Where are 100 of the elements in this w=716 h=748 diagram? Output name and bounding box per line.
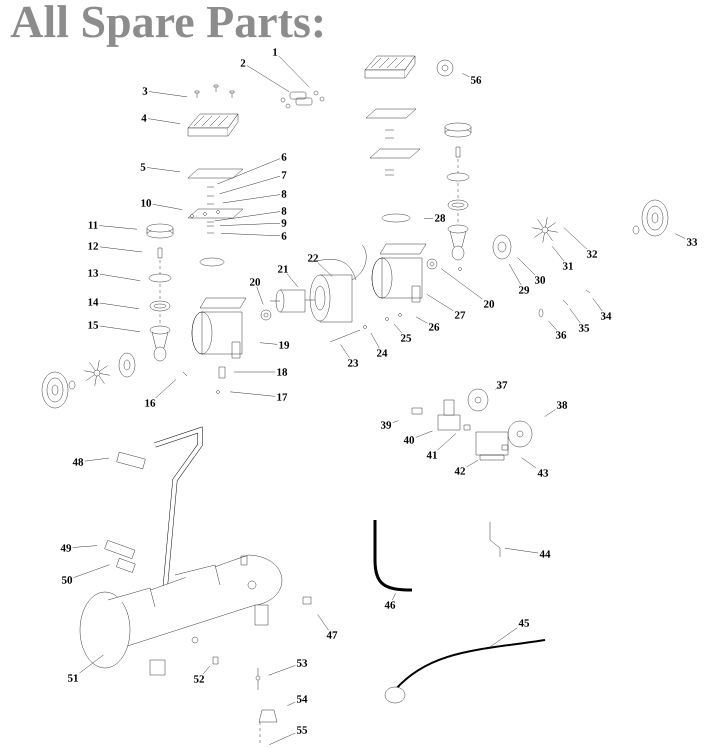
callout-number: 8 — [282, 190, 286, 198]
callout-number: 56 — [470, 76, 482, 84]
callout-number: 30 — [534, 276, 546, 284]
leader-line — [100, 326, 140, 332]
leader-line — [424, 218, 434, 219]
callout-number: 7 — [282, 171, 286, 179]
leader-line — [508, 264, 522, 286]
leader-line — [486, 628, 518, 650]
leader-line — [155, 379, 176, 398]
leader-line — [278, 56, 310, 88]
leader-line — [394, 324, 402, 334]
callout-number: 26 — [428, 323, 440, 331]
callout-number: 13 — [88, 269, 98, 277]
leader-line — [246, 65, 290, 92]
leader-line — [99, 225, 138, 230]
callout-number: 40 — [404, 436, 414, 444]
callout-number: 1 — [273, 48, 278, 56]
callout-number: 52 — [194, 675, 204, 683]
callout-number: 43 — [538, 469, 548, 477]
callout-number: 28 — [434, 214, 446, 222]
callout-number: 46 — [384, 601, 396, 609]
leader-line — [74, 564, 110, 578]
leader-line — [222, 194, 280, 204]
leader-line — [552, 246, 564, 262]
leader-line — [220, 176, 280, 194]
leader-line — [548, 320, 557, 330]
leader-line — [416, 316, 428, 324]
leader-line — [269, 732, 296, 745]
leader-line — [256, 286, 264, 305]
callout-number: 25 — [400, 334, 412, 342]
leader-line — [202, 666, 210, 674]
callout-number: 17 — [277, 393, 288, 401]
callout-number: 29 — [518, 286, 530, 294]
callout-number: 20 — [250, 278, 260, 286]
leader-line — [148, 118, 180, 124]
callout-number: 2 — [240, 59, 246, 67]
leader-line — [217, 158, 280, 184]
leader-line — [426, 294, 454, 311]
title: All Spare Parts: — [10, 5, 322, 47]
leader-line — [220, 233, 280, 236]
callout-number: 49 — [60, 544, 72, 552]
leader-line — [84, 458, 110, 462]
callout-number: 55 — [296, 726, 308, 734]
callout-number: 42 — [454, 467, 466, 475]
callout-number: 41 — [426, 451, 437, 459]
callout-number: 21 — [278, 265, 288, 273]
callout-number: 53 — [296, 659, 308, 667]
leader-line — [287, 702, 296, 706]
callout-number: 37 — [496, 381, 508, 389]
callout-number: 16 — [145, 399, 156, 407]
leader-line — [268, 665, 296, 676]
callout-number: 33 — [686, 238, 698, 246]
callout-number: 48 — [72, 458, 84, 466]
callout-number: 23 — [348, 359, 358, 367]
callout-number: 32 — [586, 250, 598, 258]
leader-line — [521, 457, 536, 468]
leader-line — [462, 73, 470, 77]
callout-number: 6 — [282, 153, 286, 161]
leader-line — [437, 433, 456, 450]
leader-line — [416, 430, 433, 438]
callout-number: 18 — [277, 368, 288, 376]
leader-line — [495, 386, 501, 390]
callout-number: 9 — [282, 219, 286, 227]
leader-line — [392, 593, 396, 600]
leader-line — [370, 332, 380, 348]
callout-number: 38 — [556, 401, 568, 409]
leader-line — [592, 298, 603, 312]
callout-number: 4 — [141, 114, 147, 122]
callout-number: 31 — [562, 262, 573, 270]
callout-number: 12 — [88, 242, 98, 250]
leader-line — [340, 344, 350, 358]
callout-number: 54 — [296, 695, 308, 703]
callout-number: 3 — [142, 87, 148, 95]
callout-number: 36 — [556, 331, 566, 339]
leader-line — [146, 167, 180, 172]
leader-line — [214, 211, 280, 222]
leader-line — [260, 342, 278, 345]
leader-line — [466, 460, 478, 468]
leader-line — [79, 654, 104, 674]
leader-line — [318, 262, 332, 277]
callout-number: 14 — [88, 298, 98, 306]
leader-line — [152, 204, 182, 210]
callout-number: 50 — [62, 576, 72, 584]
callout-number: 20 — [484, 300, 494, 308]
callout-number: 51 — [68, 674, 78, 682]
leader-line — [286, 274, 298, 288]
callout-number: 34 — [600, 312, 612, 320]
callout-number: 5 — [140, 163, 146, 171]
leader-line — [100, 246, 142, 252]
leader-line — [72, 545, 98, 548]
callout-number: 15 — [88, 321, 98, 329]
callout-number: 45 — [518, 619, 530, 627]
leader-line — [317, 614, 329, 630]
leader-line — [570, 308, 581, 324]
callout-number: 22 — [308, 254, 318, 262]
leader-line — [564, 227, 587, 250]
callout-number: 10 — [141, 199, 152, 207]
leader-line — [100, 274, 140, 281]
callout-number: 19 — [279, 341, 290, 349]
leader-line — [148, 91, 188, 98]
